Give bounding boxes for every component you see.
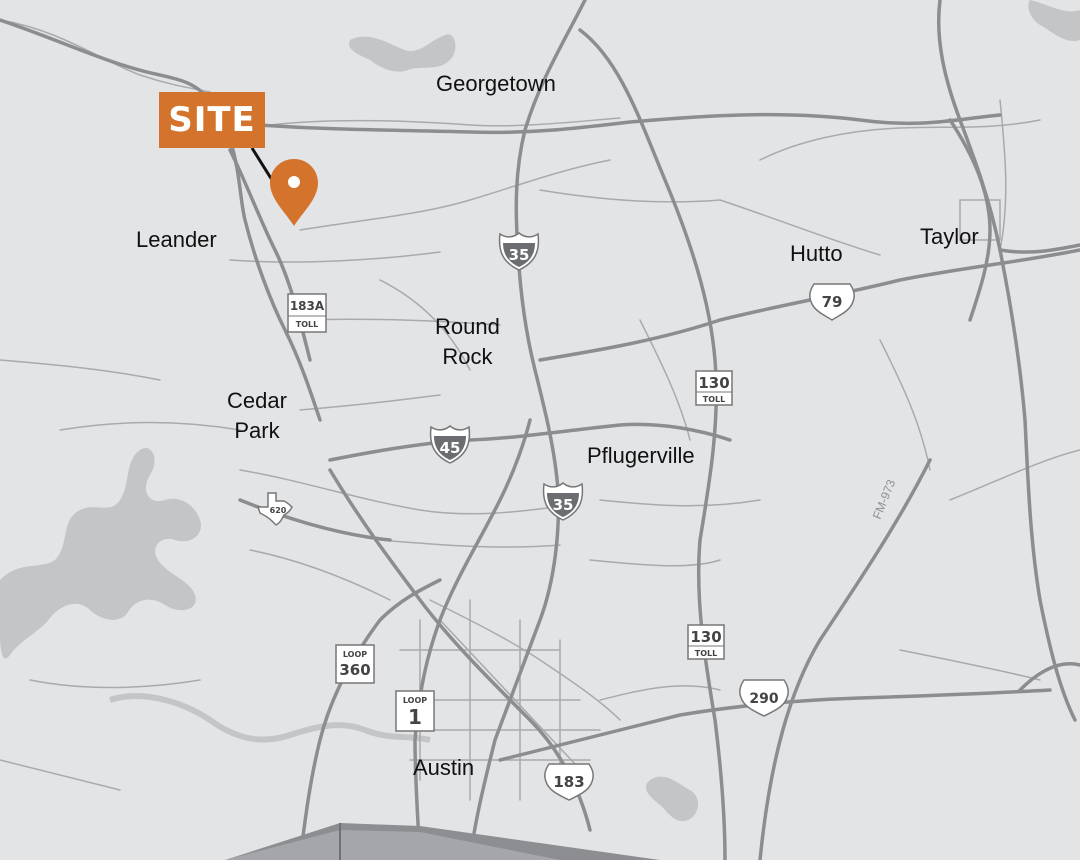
lake-walter-e-long: [645, 776, 699, 822]
svg-text:LOOP: LOOP: [343, 650, 367, 659]
us-290-shield: 290: [739, 679, 789, 717]
fm973-label: FM-973: [870, 477, 899, 521]
svg-text:79: 79: [822, 293, 843, 311]
city-label-hutto: Hutto: [790, 241, 843, 266]
toll-130-south-shield: 130 TOLL: [687, 624, 725, 660]
interstate-35-north-shield: 35: [498, 232, 540, 271]
svg-text:360: 360: [339, 661, 370, 679]
us-183-shield: 183: [544, 763, 594, 801]
road-sh45: [328, 422, 732, 462]
svg-text:TOLL: TOLL: [296, 320, 318, 329]
svg-text:620: 620: [270, 506, 287, 515]
loop-1-shield: LOOP 1: [395, 690, 435, 732]
lake-georgetown: [349, 34, 456, 72]
toll-183a-shield: 183A TOLL: [287, 293, 327, 333]
svg-text:1: 1: [408, 705, 422, 729]
interstate-45-shield: 45: [429, 425, 471, 464]
road-fm973: [758, 458, 932, 860]
svg-text:183: 183: [553, 773, 584, 791]
road-taylor-east: [998, 243, 1080, 254]
svg-text:TOLL: TOLL: [703, 395, 725, 404]
loop-360-shield: LOOP 360: [335, 644, 375, 684]
svg-text:130: 130: [698, 374, 729, 392]
svg-text:130: 130: [690, 628, 721, 646]
interstate-35-south-shield: 35: [542, 482, 584, 521]
road-taylor-loop: [948, 118, 992, 322]
building-roof: [225, 823, 660, 860]
svg-text:290: 290: [749, 691, 778, 707]
svg-text:LOOP: LOOP: [403, 696, 427, 705]
svg-text:45: 45: [440, 439, 461, 457]
road-georgetown-east-west: [258, 112, 1002, 135]
road-sh130: [578, 28, 727, 860]
svg-text:35: 35: [553, 496, 574, 514]
road-us183-north: [0, 18, 322, 422]
road-loop360: [298, 578, 442, 860]
site-label-badge[interactable]: SITE: [159, 92, 265, 148]
city-label-austin: Austin: [413, 755, 475, 780]
city-label-round-rock: Round Rock: [435, 314, 500, 369]
road-far-east: [1018, 662, 1080, 692]
city-label-pflugerville: Pflugerville: [587, 443, 695, 468]
svg-text:183A: 183A: [290, 299, 325, 313]
road-i35: [468, 0, 587, 860]
toll-130-north-shield: 130 TOLL: [695, 370, 733, 406]
svg-text:35: 35: [509, 246, 530, 264]
site-callout-line: [250, 147, 274, 181]
road-loop1: [413, 418, 532, 860]
site-pin-icon[interactable]: [270, 159, 318, 226]
city-label-cedar-park: Cedar Park: [227, 388, 287, 443]
tx-620-shield: 620: [256, 492, 293, 526]
us-79-shield: 79: [809, 283, 855, 321]
city-label-georgetown: Georgetown: [436, 71, 556, 96]
road-parmer: [238, 498, 392, 542]
svg-text:TOLL: TOLL: [695, 649, 717, 658]
water-bodies: [0, 0, 1080, 822]
city-label-taylor: Taylor: [920, 224, 979, 249]
lake-pflugerville: [1028, 0, 1080, 42]
road-east-north: [936, 0, 1077, 722]
lake-travis: [0, 448, 201, 659]
city-label-leander: Leander: [136, 227, 217, 252]
colorado-river: [109, 693, 431, 743]
